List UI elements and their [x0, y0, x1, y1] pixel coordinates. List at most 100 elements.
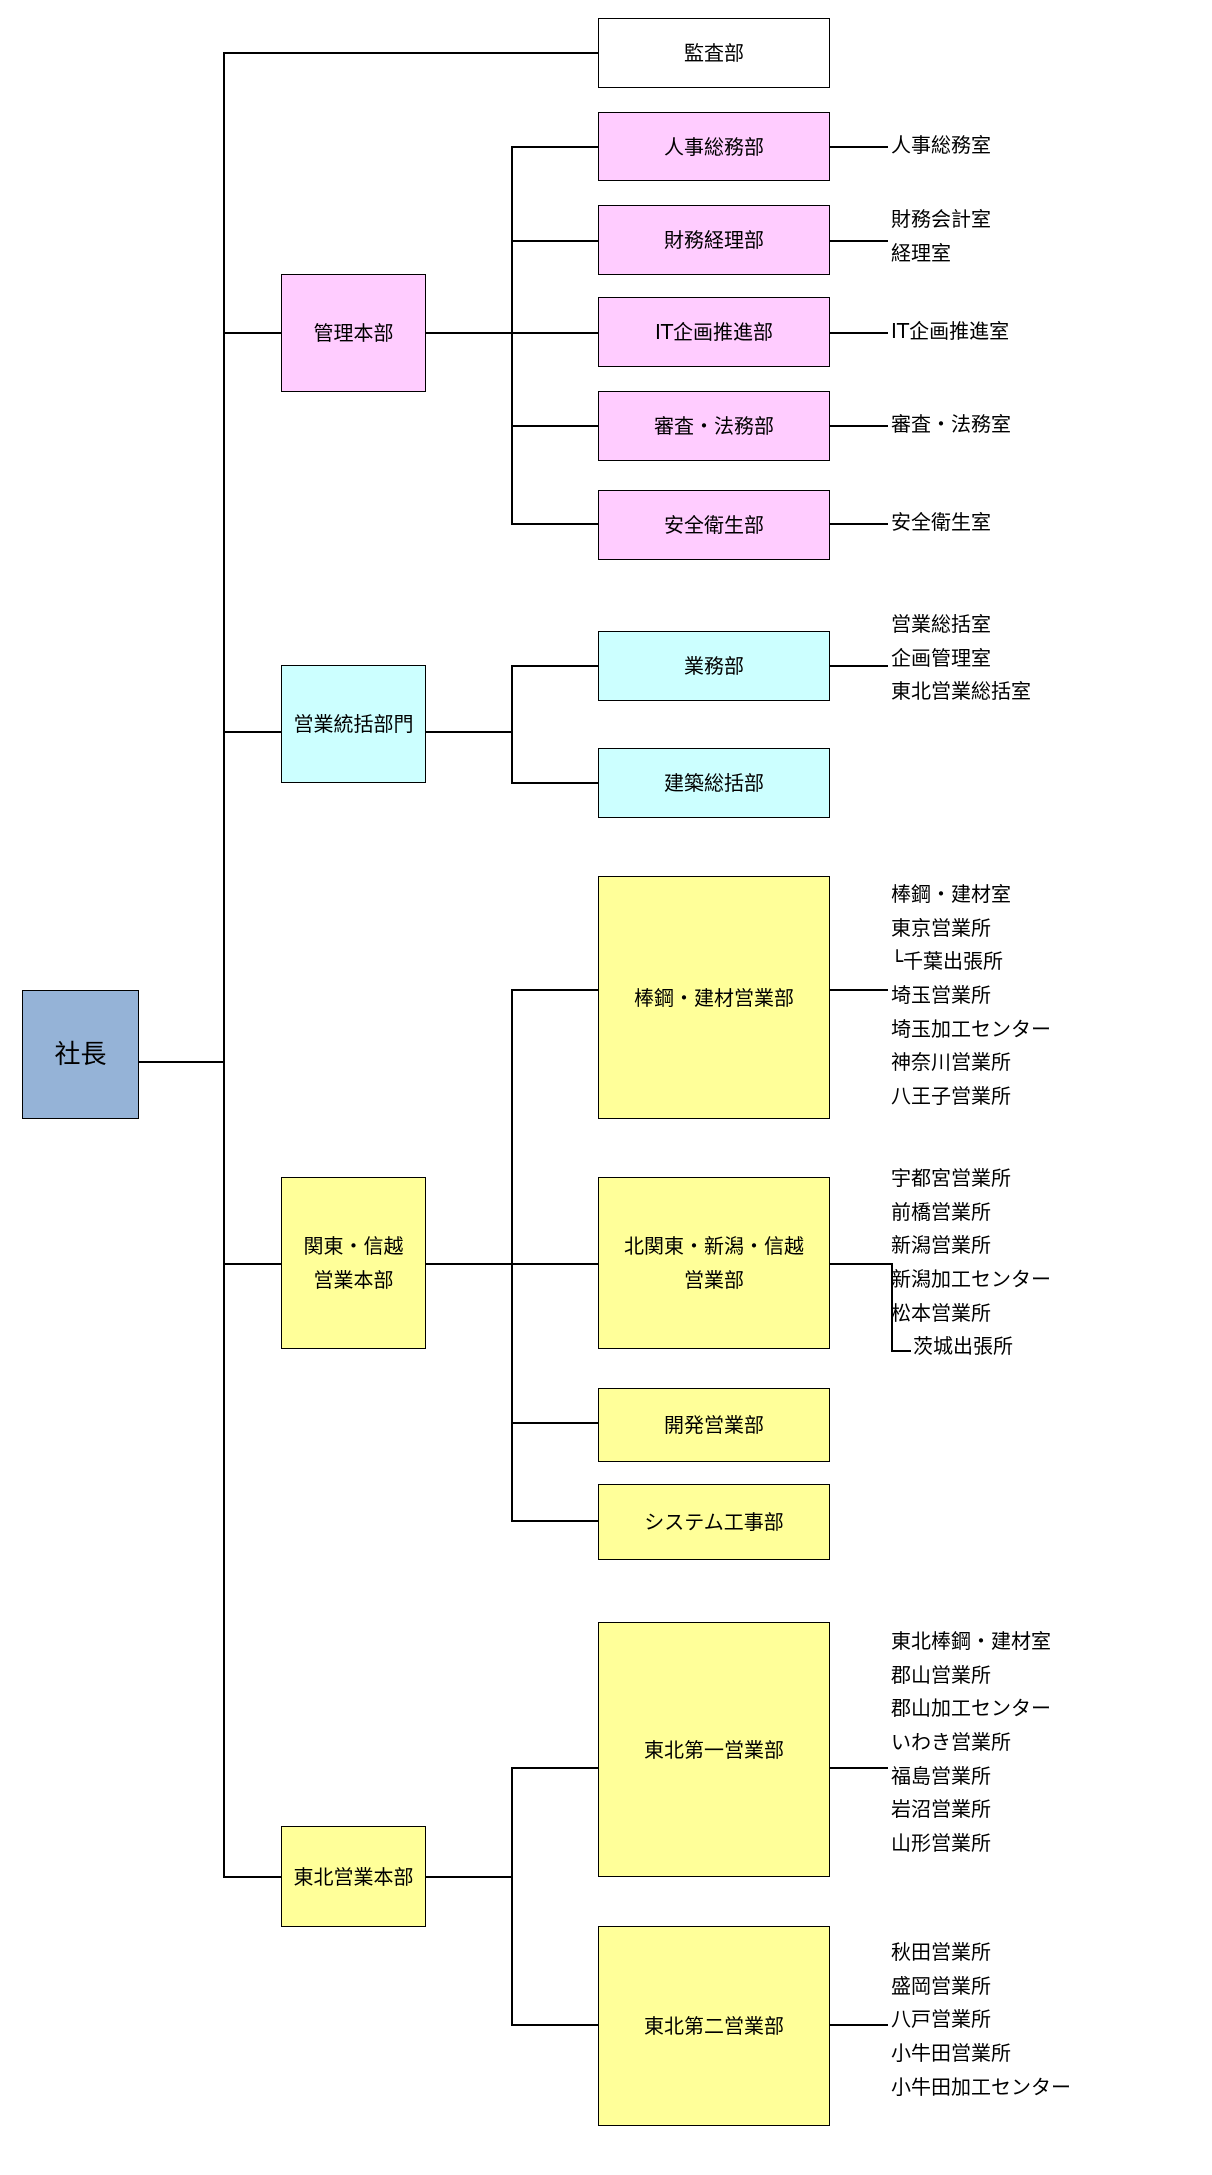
connector-dept	[511, 2024, 599, 2026]
connector-section	[829, 332, 888, 334]
section-item: 審査・法務室	[891, 412, 1011, 436]
connector-dept	[511, 1422, 599, 1424]
connector-kanto-trunk	[511, 989, 513, 1521]
section-item: 東北棒鋼・建材室	[891, 1629, 1051, 1653]
section-item: 山形営業所	[891, 1831, 991, 1856]
connector-section-bracket	[891, 1263, 893, 1351]
section-item: 小牛田加工センター	[891, 2074, 1071, 2099]
section-item: 新潟加工センター	[891, 1267, 1051, 1292]
section-item: 茨城出張所	[913, 1334, 1013, 1359]
connector-dept	[511, 240, 599, 242]
connector-dept	[511, 782, 599, 784]
connector-sales-control-out	[425, 731, 512, 733]
section-item: 郡山営業所	[891, 1662, 991, 1687]
connector-dept	[511, 665, 599, 667]
section-list: 安全衛生室	[891, 506, 991, 540]
section-item: └千葉出張所	[891, 949, 1004, 974]
department-box: 審査・法務部	[598, 391, 830, 461]
section-item: 福島営業所	[891, 1763, 991, 1788]
connector-kanto-out	[425, 1263, 512, 1265]
connector-dept	[511, 425, 599, 427]
department-box: 北関東・新潟・信越 営業部	[598, 1177, 830, 1349]
section-item: 郡山加工センター	[891, 1696, 1051, 1721]
connector-dept	[511, 1520, 599, 1522]
connector-section	[829, 2024, 888, 2026]
section-item: 八王子営業所	[891, 1084, 1011, 1109]
section-item: 棒鋼・建材室	[891, 882, 1011, 906]
connector-section	[829, 665, 888, 667]
section-list: 財務会計室 経理室	[891, 203, 991, 270]
section-item: 小牛田営業所	[891, 2041, 1011, 2066]
connector-section	[829, 523, 888, 525]
connector-section	[829, 146, 888, 148]
connector-division-sales-control	[223, 731, 281, 733]
section-item: 人事総務室	[891, 133, 991, 157]
section-item: 宇都宮営業所	[891, 1166, 1011, 1190]
connector-president	[138, 1061, 224, 1063]
section-list: IT企画推進室	[891, 315, 1009, 349]
section-item: 東北営業総括室	[891, 679, 1031, 704]
section-list: 営業総括室 企画管理室 東北営業総括室	[891, 608, 1031, 709]
department-box: 建築総括部	[598, 748, 830, 818]
section-list: 人事総務室	[891, 129, 991, 163]
connector-division-kanto	[223, 1263, 281, 1265]
connector-dept	[511, 1263, 599, 1265]
connector-section	[829, 240, 888, 242]
connector-dept	[511, 146, 599, 148]
section-item: 前橋営業所	[891, 1199, 991, 1224]
section-list: 宇都宮営業所 前橋営業所 新潟営業所 新潟加工センター 松本営業所 茨城出張所	[891, 1162, 1051, 1364]
department-box: 業務部	[598, 631, 830, 701]
section-item: 埼玉加工センター	[891, 1016, 1051, 1041]
division-admin-box: 管理本部	[281, 274, 426, 392]
connector-sales-control-trunk	[511, 665, 513, 782]
department-box: 棒鋼・建材営業部	[598, 876, 830, 1119]
connector-section-bracket-end	[891, 1350, 911, 1352]
section-item: 盛岡営業所	[891, 1973, 991, 1998]
department-box: 開発営業部	[598, 1388, 830, 1462]
department-box: 東北第二営業部	[598, 1926, 830, 2126]
connector-admin-out	[425, 332, 512, 334]
section-item: 財務会計室	[891, 207, 991, 231]
section-item: 神奈川営業所	[891, 1050, 1011, 1075]
connector-division-tohoku	[223, 1876, 281, 1878]
section-item: 岩沼営業所	[891, 1797, 991, 1822]
connector-tohoku-trunk	[511, 1767, 513, 2025]
connector-audit	[223, 52, 599, 54]
division-kanto-box: 関東・信越 営業本部	[281, 1177, 426, 1349]
connector-admin-trunk	[511, 146, 513, 523]
department-box: システム工事部	[598, 1484, 830, 1560]
section-item: 松本営業所	[891, 1300, 991, 1325]
connector-dept	[511, 332, 599, 334]
connector-section	[829, 425, 888, 427]
connector-dept	[511, 523, 599, 525]
department-box: 財務経理部	[598, 205, 830, 275]
section-item: 八戸営業所	[891, 2007, 991, 2032]
connector-main-trunk	[223, 52, 225, 1877]
department-box: 東北第一営業部	[598, 1622, 830, 1877]
division-sales-control-box: 営業統括部門	[281, 665, 426, 783]
department-box: IT企画推進部	[598, 297, 830, 367]
connector-dept	[511, 989, 599, 991]
section-item: 企画管理室	[891, 645, 991, 670]
connector-division-admin	[223, 332, 281, 334]
section-item: 埼玉営業所	[891, 983, 991, 1008]
connector-dept	[511, 1767, 599, 1769]
audit-department-box: 監査部	[598, 18, 830, 88]
section-item: いわき営業所	[891, 1730, 1011, 1755]
connector-section	[829, 1767, 888, 1769]
president-box: 社長	[22, 990, 139, 1119]
section-list: 東北棒鋼・建材室 郡山営業所 郡山加工センター いわき営業所 福島営業所 岩沼営…	[891, 1625, 1051, 1861]
section-item: 営業総括室	[891, 612, 991, 636]
section-list: 秋田営業所 盛岡営業所 八戸営業所 小牛田営業所 小牛田加工センター	[891, 1936, 1071, 2104]
department-box: 人事総務部	[598, 112, 830, 181]
department-box: 安全衛生部	[598, 490, 830, 560]
connector-section	[829, 1263, 891, 1265]
section-list: 審査・法務室	[891, 408, 1011, 442]
section-item: 東京営業所	[891, 915, 991, 940]
division-tohoku-box: 東北営業本部	[281, 1826, 426, 1927]
section-item: 新潟営業所	[891, 1233, 991, 1258]
connector-tohoku-out	[425, 1876, 512, 1878]
section-list: 棒鋼・建材室 東京営業所 └千葉出張所 埼玉営業所 埼玉加工センター 神奈川営業…	[891, 878, 1051, 1114]
section-item: IT企画推進室	[891, 319, 1010, 343]
connector-section	[829, 989, 888, 991]
